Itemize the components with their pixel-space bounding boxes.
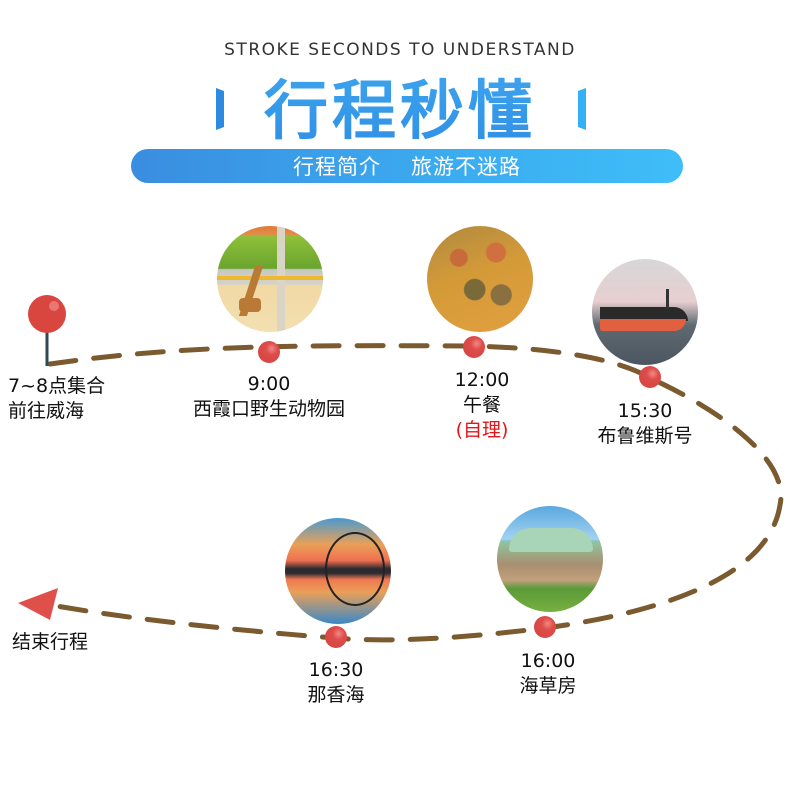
title-wrap: 行程秒懂: [0, 66, 800, 149]
stop-marker-1: [258, 341, 280, 363]
map-pin-icon: [28, 295, 66, 366]
seafood-photo: [427, 226, 533, 332]
arrow-left-icon: [18, 588, 58, 620]
stop-time: 16:30: [308, 659, 364, 681]
stop-note: (自理): [455, 419, 509, 441]
stop-marker-4: [534, 616, 556, 638]
stop-name: 那香海: [307, 684, 365, 706]
stop-label-4: 16:00 海草房: [519, 649, 576, 699]
banner-label-left: 行程简介: [293, 155, 381, 179]
stop-name: 西霞口野生动物园: [192, 398, 346, 420]
intro-banner: 行程简介 旅游不迷路: [131, 149, 683, 183]
giraffe-photo: [217, 226, 323, 332]
stop-marker-5: [325, 626, 347, 648]
start-line-1: 7~8点集合: [8, 375, 106, 397]
end-label: 结束行程: [12, 631, 89, 653]
stop-time: 16:00: [520, 650, 576, 672]
right-bracket-decoration: [578, 88, 586, 130]
stop-time: 9:00: [247, 373, 291, 395]
start-line-2: 前往威海: [8, 400, 85, 422]
stop-time: 12:00: [454, 369, 510, 391]
banner-label-right: 旅游不迷路: [411, 155, 521, 179]
stop-label-3: 15:30 布鲁维斯号: [597, 399, 692, 449]
stop-name: 午餐: [462, 394, 502, 416]
stop-name: 布鲁维斯号: [597, 425, 693, 447]
stop-marker-3: [639, 366, 661, 388]
stop-label-1: 9:00 西霞口野生动物园: [193, 372, 345, 422]
start-label: 7~8点集合 前往威海: [8, 374, 105, 424]
page-title: 行程秒懂: [264, 60, 536, 152]
left-bracket-decoration: [216, 88, 224, 130]
subtitle-english: STROKE SECONDS TO UNDERSTAND: [224, 40, 576, 60]
sunset-pier-photo: [285, 518, 391, 624]
stop-label-5: 16:30 那香海: [307, 658, 364, 708]
stop-time: 15:30: [617, 400, 673, 422]
seaweed-house-photo: [497, 506, 603, 612]
ship-photo: [592, 259, 698, 365]
stop-name: 海草房: [519, 675, 577, 697]
stop-marker-2: [463, 336, 485, 358]
stop-label-2: 12:00 午餐 (自理): [455, 368, 510, 443]
